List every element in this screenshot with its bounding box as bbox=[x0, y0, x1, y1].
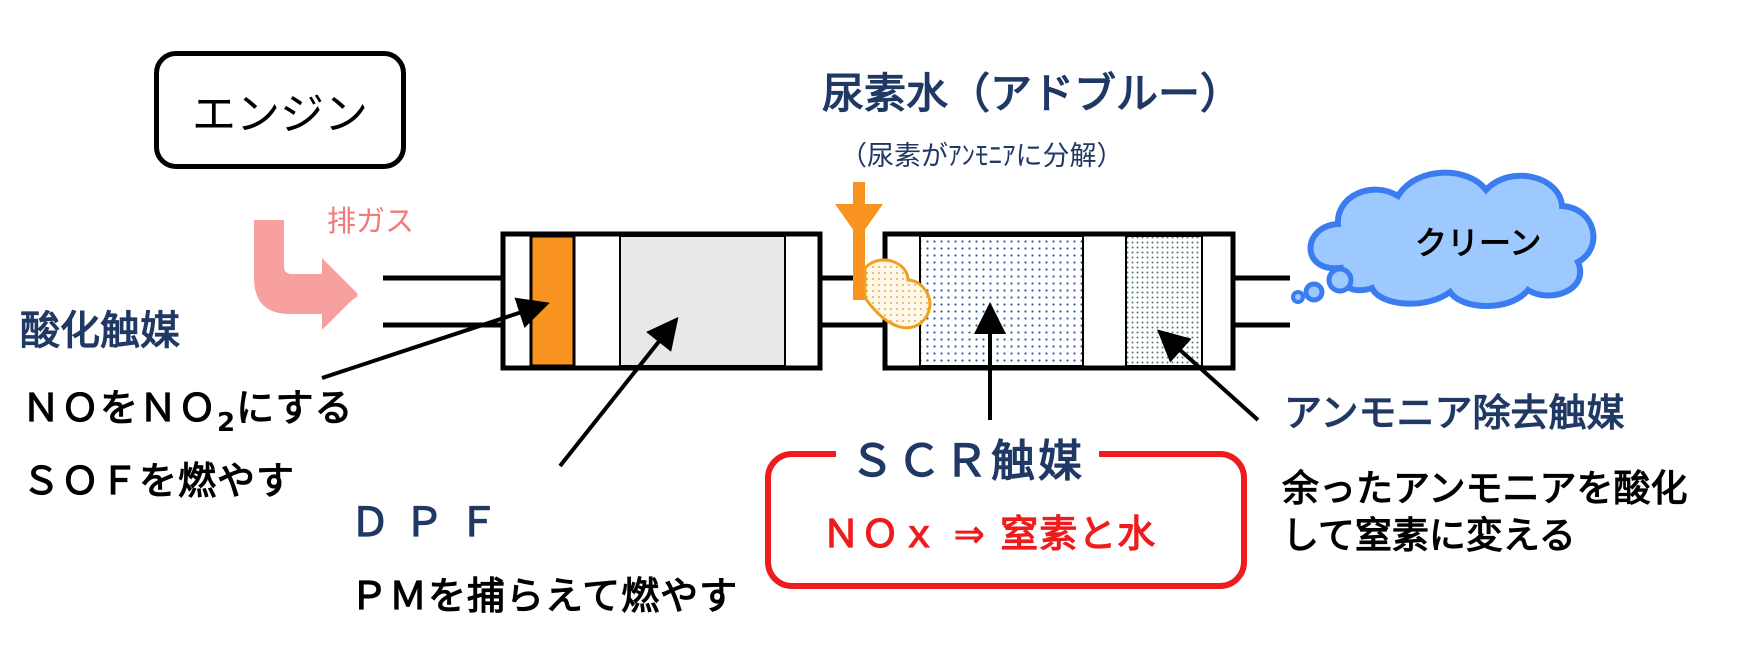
ammonia-pointer bbox=[1157, 329, 1260, 422]
engine-box: エンジン bbox=[154, 51, 406, 169]
scr-title: ＳＣＲ触媒 bbox=[836, 425, 1099, 489]
scr-element bbox=[919, 235, 1084, 367]
engine-label: エンジン bbox=[192, 89, 368, 140]
oxidation-line1-prefix: ＮＯをＮＯ bbox=[22, 386, 218, 430]
dpf-canister bbox=[500, 231, 823, 371]
oxidation-catalyst-title: 酸化触媒 bbox=[20, 308, 180, 354]
ammonia-catalyst-line2: して窒素に変える bbox=[1282, 514, 1576, 557]
outlet-pipe bbox=[1233, 275, 1290, 328]
dpf-description: ＰＭを捕らえて燃やす bbox=[350, 574, 739, 618]
ammonia-catalyst-line1: 余ったアンモニアを酸化 bbox=[1282, 467, 1688, 510]
urea-injector bbox=[835, 182, 932, 330]
clean-cloud bbox=[1291, 169, 1597, 309]
ammonia-catalyst-title: アンモニア除去触媒 bbox=[1284, 391, 1625, 435]
pointer-arrows bbox=[321, 297, 1260, 468]
dpf-title: ＤＰＦ bbox=[350, 500, 512, 546]
oxidation-line1-suffix: にする bbox=[236, 386, 354, 430]
dpf-pointer bbox=[558, 316, 679, 468]
oxidation-catalyst-line1: ＮＯをＮＯ2にする bbox=[22, 377, 354, 438]
urea-spray bbox=[863, 258, 932, 330]
exhaust-flow-arrow-body bbox=[254, 220, 358, 330]
oxidation-catalyst-element bbox=[529, 234, 576, 368]
inlet-pipe bbox=[383, 275, 503, 328]
exhaust-label: 排ガス bbox=[327, 204, 415, 238]
dpf-element bbox=[619, 235, 786, 367]
scr-canister bbox=[882, 231, 1236, 371]
oxidation-catalyst-line2: ＳＯＦを燃やす bbox=[22, 459, 296, 503]
urea-note: （尿素がｱﾝﾓﾆｱに分解） bbox=[840, 141, 1124, 172]
no2-subscript: 2 bbox=[217, 408, 237, 438]
urea-title: 尿素水（アドブルー） bbox=[822, 69, 1243, 118]
oxidation-pointer bbox=[321, 297, 550, 380]
ammonia-catalyst-element bbox=[1125, 235, 1203, 367]
scr-reaction: ＮＯｘ ⇒ 窒素と水 bbox=[822, 512, 1157, 556]
clean-label: クリーン bbox=[1415, 224, 1542, 262]
